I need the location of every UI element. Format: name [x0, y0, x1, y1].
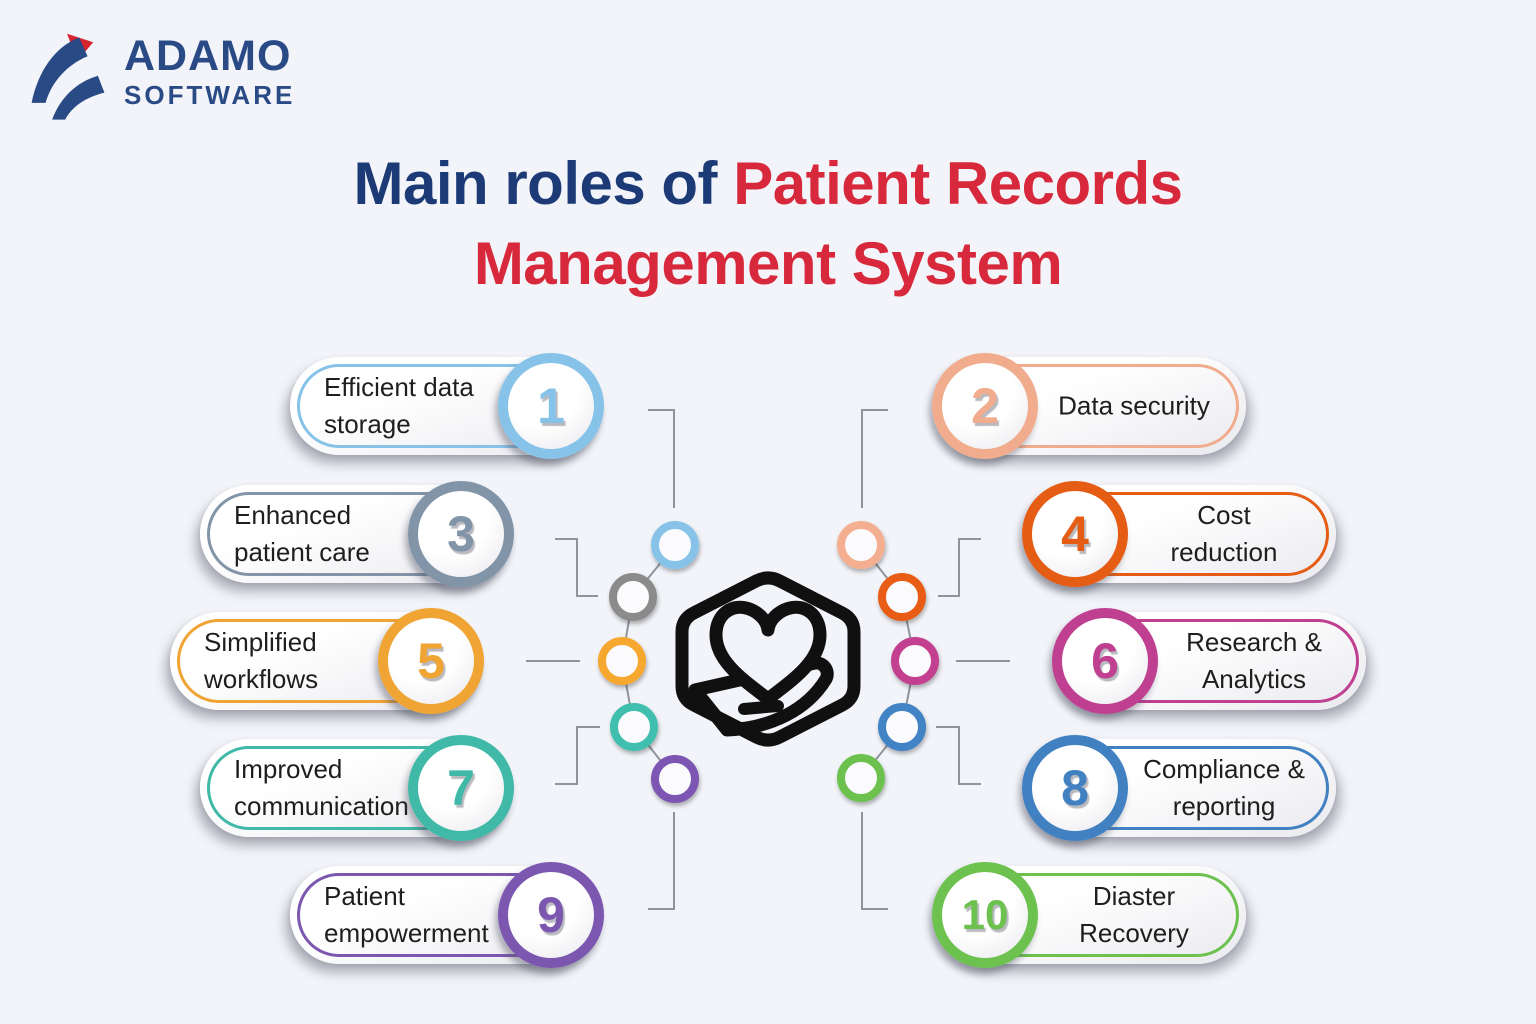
chain-node-icon [891, 637, 939, 685]
pill-label-line2: Analytics [1201, 664, 1307, 694]
chain-node-icon [598, 637, 646, 685]
pill-label: Compliance & reporting [1128, 751, 1320, 825]
pill-label-line1: Efficient data [324, 372, 474, 402]
page-title: Main roles of Patient Records Management… [0, 144, 1536, 304]
pill-number-badge: 1 [498, 353, 604, 459]
pill-number: 3 [447, 506, 475, 562]
role-pill-4: Cost reduction 4 [1022, 481, 1336, 587]
pill-number: 9 [537, 887, 565, 943]
pill-label: Cost reduction [1128, 497, 1320, 571]
connector-pill-1 [648, 409, 675, 508]
pill-label-line2: workflows [204, 664, 319, 694]
connector-pill-9 [648, 812, 675, 910]
pill-number: 1 [537, 378, 565, 434]
pill-label: Patient empowerment [324, 878, 489, 952]
title-prefix: Main roles of [353, 150, 734, 217]
connector-pill-2 [861, 409, 888, 508]
role-pill-6: Research & Analytics 6 [1052, 608, 1366, 714]
pill-label-line2: empowerment [324, 918, 489, 948]
pill-number: 6 [1091, 633, 1119, 689]
palm-crease-line [738, 700, 784, 715]
chain-node-icon [610, 703, 658, 751]
pill-label-line1: Simplified [204, 627, 317, 657]
pill-number-badge: 9 [498, 862, 604, 968]
pill-label: Data security [1038, 388, 1230, 425]
pill-label-line1: Patient [324, 881, 405, 911]
connector-pill-7 [555, 726, 600, 785]
logo-name: ADAMO [124, 32, 292, 80]
pill-label-line1: Data security [1058, 390, 1210, 421]
pill-number-badge: 7 [408, 735, 514, 841]
pill-number-badge: 8 [1022, 735, 1128, 841]
heart-outline [709, 600, 827, 706]
pill-label-line1: Diaster [1092, 881, 1176, 911]
pill-number: 5 [417, 633, 445, 689]
pill-number-badge: 5 [378, 608, 484, 714]
pill-label-line1: Cost [1197, 500, 1251, 530]
title-highlight-1: Patient Records [733, 150, 1183, 217]
role-pill-3: Enhanced patient care 3 [200, 481, 514, 587]
chain-node-icon [651, 755, 699, 803]
connector-pill-3 [555, 538, 598, 597]
title-line-2: Management System [0, 224, 1536, 304]
role-pill-2: Data security 2 [932, 353, 1246, 459]
pill-label-line2: reduction [1170, 537, 1278, 567]
connector-pill-10 [861, 812, 888, 910]
adamo-logo: ADAMO SOFTWARE [26, 24, 295, 122]
pill-label: Improved communication [234, 751, 409, 825]
role-pill-7: Improved communication 7 [200, 735, 514, 841]
adamo-logo-text: ADAMO SOFTWARE [124, 24, 295, 109]
chain-node-icon [651, 521, 699, 569]
pill-label: Research & Analytics [1158, 624, 1350, 698]
pill-number: 7 [447, 760, 475, 816]
chain-node-icon [878, 573, 926, 621]
chain-node-icon [878, 703, 926, 751]
hexagon-outline [675, 571, 861, 747]
heart-in-hand-icon [675, 571, 861, 747]
role-pill-5: Simplified workflows 5 [170, 608, 484, 714]
title-highlight-2: Management System [473, 230, 1063, 297]
pill-number: 10 [961, 891, 1009, 938]
pill-label: Diaster Recovery [1038, 878, 1230, 952]
pill-label-line2: storage [324, 409, 411, 439]
adamo-logo-icon [31, 33, 105, 120]
role-pill-8: Compliance & reporting 8 [1022, 735, 1336, 841]
pill-number: 2 [971, 378, 999, 434]
pill-number-badge: 6 [1052, 608, 1158, 714]
pill-label-line2: communication [234, 791, 409, 821]
logo-subname: SOFTWARE [124, 80, 296, 110]
pill-number-badge: 3 [408, 481, 514, 587]
pill-number-badge: 10 [932, 862, 1038, 968]
pill-label-line1: Improved [234, 754, 343, 784]
pill-label-line2: reporting [1172, 791, 1276, 821]
chain-node-icon [837, 521, 885, 569]
pill-label-line1: Research & [1186, 627, 1322, 657]
pill-label-line1: Enhanced [234, 500, 352, 530]
pill-label-line1: Compliance & [1143, 754, 1305, 784]
pill-label: Simplified workflows [204, 624, 318, 698]
role-pill-1: Efficient data storage 1 [290, 353, 604, 459]
pill-number-badge: 2 [932, 353, 1038, 459]
connector-pill-8 [936, 726, 981, 785]
pill-label-line2: patient care [234, 537, 370, 567]
chain-node-icon [837, 754, 885, 802]
pill-label: Efficient data storage [324, 369, 474, 443]
pill-label: Enhanced patient care [234, 497, 370, 571]
chain-node-icon [609, 573, 657, 621]
role-pill-10: Diaster Recovery 10 [932, 862, 1246, 968]
hand-outline [688, 656, 834, 737]
pill-label-line2: Recovery [1079, 918, 1189, 948]
pill-number-badge: 4 [1022, 481, 1128, 587]
role-pill-9: Patient empowerment 9 [290, 862, 604, 968]
pill-number: 8 [1061, 760, 1089, 816]
pill-number: 4 [1061, 506, 1089, 562]
title-line-1: Main roles of Patient Records [0, 144, 1536, 224]
connector-pill-4 [938, 538, 981, 597]
